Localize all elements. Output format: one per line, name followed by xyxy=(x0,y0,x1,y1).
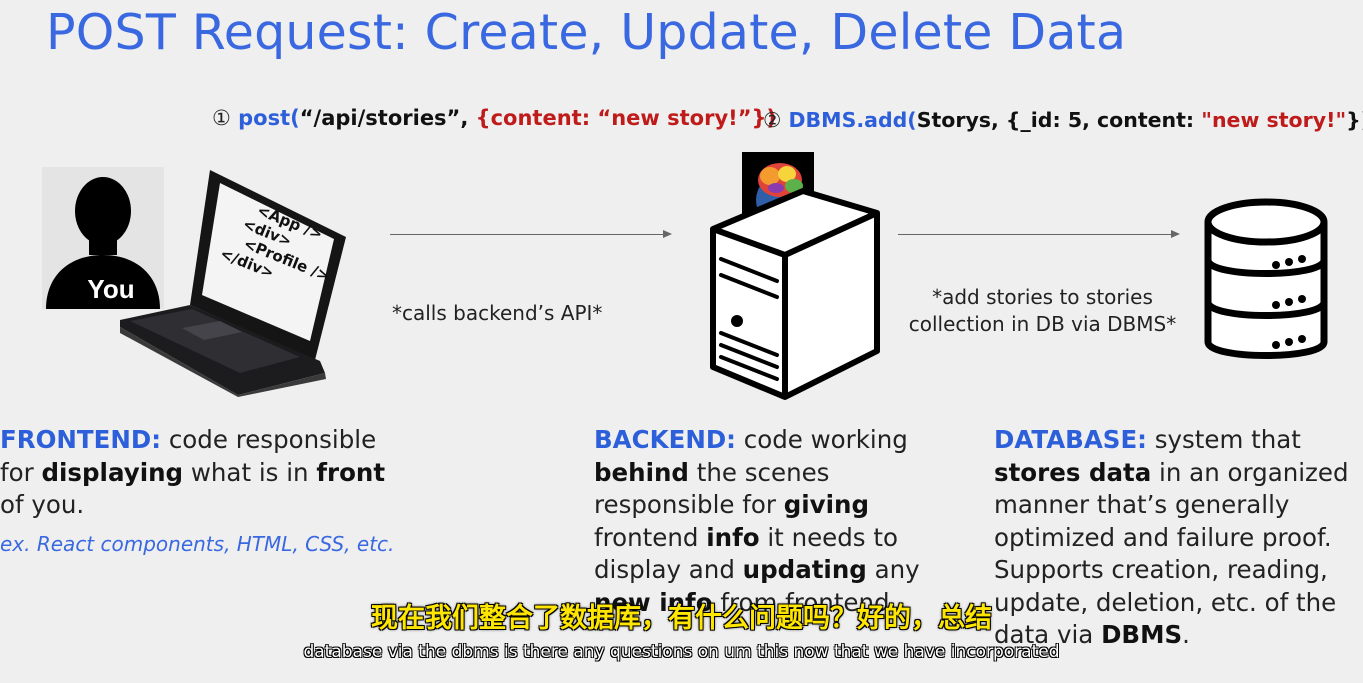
database-heading: DATABASE: xyxy=(994,425,1147,454)
backend-text: display and xyxy=(594,555,743,584)
backend-bold: updating xyxy=(742,555,867,584)
note-add-stories-line2: collection in DB via DBMS* xyxy=(908,312,1177,336)
post-call-label: ① post(“/api/stories”, {content: “new st… xyxy=(212,106,776,130)
dbms-value: "new story!" xyxy=(1201,108,1347,132)
frontend-heading: FRONTEND: xyxy=(0,425,162,454)
arrow-frontend-to-backend xyxy=(390,230,672,238)
database-text: in an organized xyxy=(1151,457,1349,487)
database-text: . xyxy=(1182,620,1190,649)
step-two-number: ② xyxy=(763,108,782,132)
slide-title: POST Request: Create, Update, Delete Dat… xyxy=(46,4,1127,61)
note-add-stories: *add stories to stories collection in DB… xyxy=(885,284,1200,338)
database-text: system that xyxy=(1146,425,1301,454)
frontend-text: of you. xyxy=(0,490,85,519)
frontend-description: FRONTEND: code responsible for displayin… xyxy=(0,424,385,522)
database-text: Supports creation, reading, xyxy=(994,555,1328,584)
backend-text: the scenes xyxy=(688,457,830,487)
subtitle-english: database via the dbms is there any quest… xyxy=(303,642,1060,662)
frontend-text: for xyxy=(0,457,42,487)
subtitle-chinese: 现在我们整合了数据库，有什么问题吗？好的，总结 xyxy=(371,603,992,634)
post-fn: post( xyxy=(238,106,300,130)
backend-heading: BACKEND: xyxy=(594,425,736,454)
database-text: optimized and failure proof. xyxy=(994,522,1332,552)
frontend-text: what is in xyxy=(183,457,317,487)
laptop-icon: <App /> <div> <Profile /> </div> xyxy=(120,170,346,397)
user-label: You xyxy=(87,274,134,304)
server-icon xyxy=(710,188,880,400)
backend-text: responsible for xyxy=(594,490,784,519)
backend-description: BACKEND: code working behind the scenes … xyxy=(594,424,920,619)
database-icon xyxy=(1204,198,1328,359)
user-avatar-icon: You xyxy=(42,167,164,309)
dbms-args: Storys, {_id: 5, content: xyxy=(916,108,1195,132)
note-calls-api: *calls backend’s API* xyxy=(392,301,603,325)
backend-text: frontend xyxy=(594,522,707,552)
backend-bold: behind xyxy=(594,457,689,487)
frontend-text: code responsible xyxy=(161,425,377,454)
database-description: DATABASE: system that stores data in an … xyxy=(994,424,1349,652)
post-path: “/api/stories”, xyxy=(299,106,469,130)
backend-bold: new info xyxy=(594,587,713,617)
post-body: {content: “new story!”}) xyxy=(475,106,777,130)
dbms-fn: DBMS.add( xyxy=(788,108,917,132)
frontend-example: ex. React components, HTML, CSS, etc. xyxy=(0,532,395,556)
backend-text: from frontend. xyxy=(712,587,898,617)
frontend-bold: displaying xyxy=(41,457,184,487)
database-text: update, deletion, etc. of the xyxy=(994,587,1337,617)
database-text: manner that’s generally xyxy=(994,490,1290,519)
backend-text: any xyxy=(866,555,920,584)
database-bold: stores data xyxy=(994,457,1152,487)
backend-text: it needs to xyxy=(759,522,898,552)
backend-bold: giving xyxy=(783,490,870,519)
dbms-close: }) xyxy=(1346,108,1363,132)
database-text: data via xyxy=(994,620,1102,649)
frontend-bold: front xyxy=(316,457,386,487)
database-bold: DBMS xyxy=(1101,620,1183,649)
backend-text: code working xyxy=(735,425,908,454)
dbms-call-label: ② DBMS.add(Storys, {_id: 5, content: "ne… xyxy=(763,108,1363,132)
arrow-backend-to-database xyxy=(898,230,1180,238)
backend-bold: info xyxy=(706,522,760,552)
step-one-number: ① xyxy=(212,106,231,130)
note-add-stories-line1: *add stories to stories xyxy=(932,285,1153,309)
